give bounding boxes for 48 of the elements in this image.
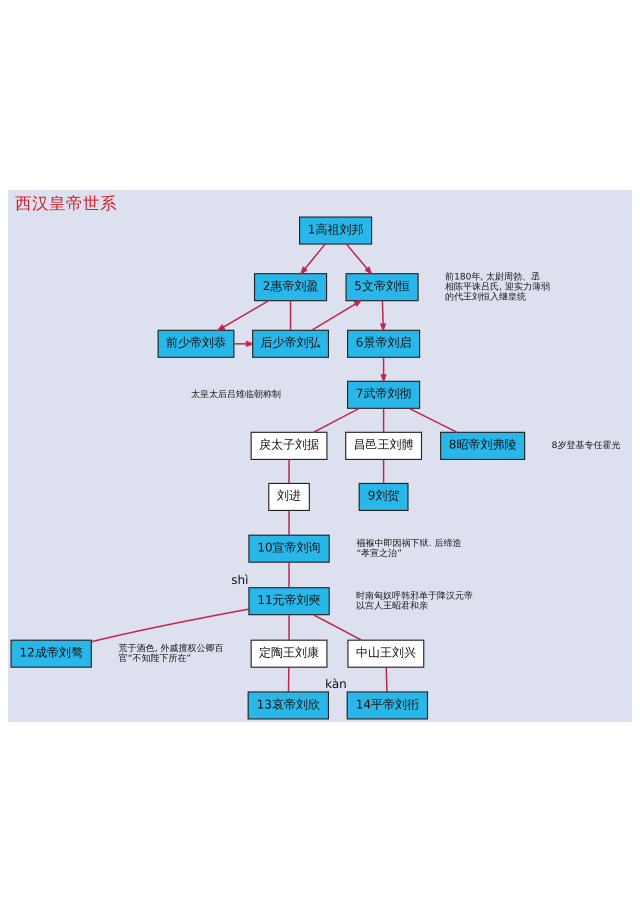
connector [290, 300, 292, 330]
node-box: 昌邑王刘髆 [345, 432, 422, 460]
connector [288, 667, 290, 692]
node-label: shì [231, 572, 248, 587]
node-box: 定陶王刘康 [250, 640, 328, 668]
node-box: 1高祖刘邦 [299, 216, 372, 245]
node-box: 前少帝刘恭 [158, 330, 234, 358]
connector [288, 460, 290, 484]
node-box: 10宣帝刘询 [248, 534, 330, 563]
arrow [312, 300, 363, 331]
node-label: 时南匈奴呼韩邪单于降汉元帝以宫人王昭君和亲 [356, 592, 474, 612]
connector [313, 614, 362, 641]
node-box: 2惠帝刘盈 [254, 273, 328, 302]
node-box: 12成帝刘骜 [10, 640, 92, 668]
node-box: 刘进 [268, 482, 310, 511]
connector [382, 460, 384, 484]
node-label: 荒于酒色, 外戚擅权公卿百官“不知陛下所在” [118, 644, 224, 664]
connector [385, 667, 388, 692]
node-box: 中山王刘兴 [347, 640, 424, 668]
arrow [346, 244, 373, 276]
node-box: 14平帝刘衎 [346, 691, 428, 720]
connector [409, 408, 458, 433]
connector [313, 408, 360, 433]
connector [288, 614, 290, 640]
label: 太皇太后吕雉临朝称制 [190, 390, 281, 400]
node-box: 9刘贺 [358, 482, 409, 511]
diagram-title: 西汉皇帝世系 [15, 194, 118, 214]
node-box: 5文帝刘恒 [346, 273, 419, 302]
arrow [234, 340, 255, 347]
node-box: 6景帝刘启 [347, 330, 420, 358]
connector [91, 608, 249, 642]
node-box: 戾太子刘据 [250, 432, 328, 460]
node-label: 前180年, 太尉周勃、丞相陈平诛吕氏, 迎实力薄弱的代王刘恒入继皇统 [445, 272, 550, 302]
node-box: 8昭帝刘弗陵 [440, 432, 526, 460]
node-label: 8岁登基专任霍光 [552, 441, 620, 452]
arrow [216, 300, 269, 332]
arrow [380, 358, 387, 384]
node-box: 后少帝刘弘 [252, 330, 329, 358]
arrow [380, 300, 386, 332]
node-box: 7武帝刘彻 [347, 380, 420, 409]
connector [382, 408, 384, 432]
node-label: kàn [325, 677, 347, 692]
node-box: 13哀帝刘欣 [248, 691, 329, 720]
node-box: 11元帝刘奭 [248, 587, 330, 616]
connector [288, 562, 290, 588]
connector [288, 510, 290, 535]
arrow [300, 244, 326, 276]
node-label: 襁褓中即因祸下狱. 后缔造“孝宣之治” [356, 539, 462, 559]
